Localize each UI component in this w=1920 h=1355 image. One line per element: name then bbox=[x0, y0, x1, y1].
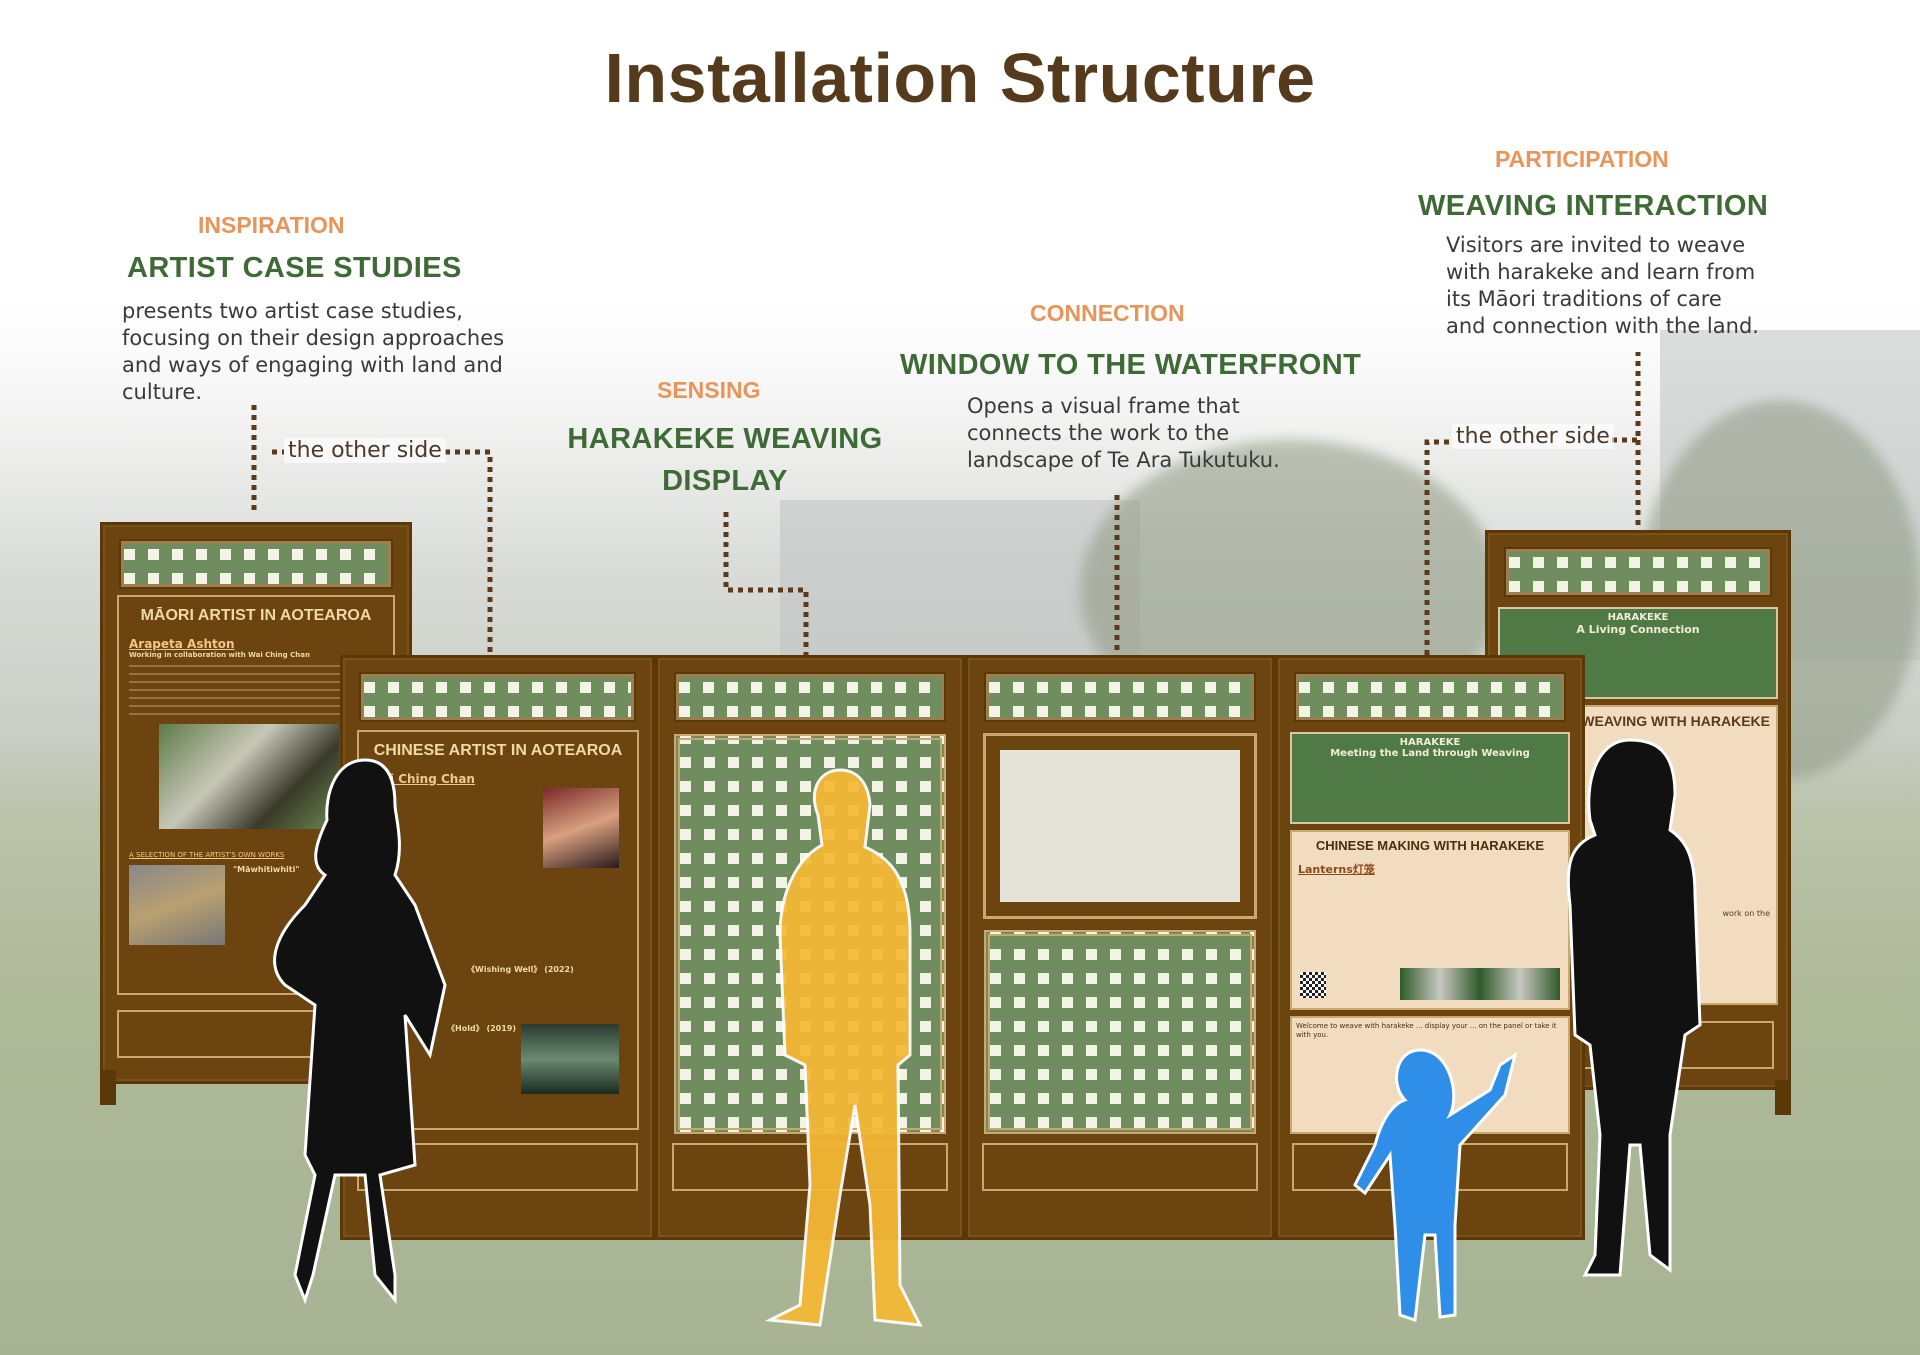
inspiration-text: presents two artist case studies, focusi… bbox=[122, 298, 504, 406]
box-heading: HARAKEKE bbox=[1607, 612, 1669, 623]
connector-sensing bbox=[723, 512, 809, 655]
text-line: connects the work to the bbox=[967, 421, 1230, 445]
artist-name: Arapeta Ashton bbox=[129, 637, 235, 651]
sensing-heading: HARAKEKE WEAVING DISPLAY bbox=[560, 418, 890, 502]
work-title: "Māwhitiwhiti" bbox=[233, 865, 300, 874]
participation-heading: WEAVING INTERACTION bbox=[1418, 190, 1769, 222]
panel-content: MĀORI ARTIST IN AOTEAROA Arapeta Ashton … bbox=[117, 595, 395, 995]
text-line: focusing on their design approaches bbox=[122, 326, 505, 350]
text-line: Visitors are invited to weave bbox=[1446, 233, 1746, 257]
text-line: and ways of engaging with land and bbox=[122, 353, 503, 377]
connector-other-side-left bbox=[445, 449, 493, 655]
inspiration-label: INSPIRATION bbox=[198, 212, 345, 238]
box-heading: HARAKEKE bbox=[1399, 737, 1461, 748]
lattice-strip bbox=[674, 672, 946, 722]
lattice-strip bbox=[1294, 672, 1566, 722]
artist-photo bbox=[543, 788, 619, 868]
text-line: its Māori traditions of care bbox=[1446, 287, 1722, 311]
panel-subtitle: Working in collaboration with Wai Ching … bbox=[129, 651, 310, 659]
work-title: 《Hold》 (2019) bbox=[447, 1024, 517, 1033]
text-line: with harakeke and learn from bbox=[1446, 260, 1756, 284]
woman-silhouette-left bbox=[273, 758, 447, 1305]
connection-text: Opens a visual frame that connects the w… bbox=[967, 393, 1280, 474]
text-line: and connection with the land. bbox=[1446, 314, 1759, 338]
connector-participation bbox=[1612, 352, 1641, 443]
sensing-label: SENSING bbox=[657, 377, 761, 403]
inspiration-heading: ARTIST CASE STUDIES bbox=[127, 252, 462, 284]
works-heading: A SELECTION OF THE ARTIST'S OWN WORKS bbox=[129, 851, 285, 859]
harakeke-info-box: HARAKEKE A Living Connection bbox=[1498, 607, 1778, 699]
box-subheading: A Living Connection bbox=[1576, 623, 1700, 636]
lattice-strip bbox=[984, 672, 1256, 722]
text-line: presents two artist case studies, bbox=[122, 299, 463, 323]
connector-other-side-right bbox=[1424, 439, 1450, 655]
woman-silhouette-right bbox=[1566, 738, 1702, 1277]
making-box: CHINESE MAKING WITH HARAKEKE Lanterns灯笼 bbox=[1290, 830, 1570, 1010]
participation-label: PARTICIPATION bbox=[1495, 146, 1669, 172]
box-title: WEAVING WITH HARAKEKE bbox=[1581, 713, 1770, 729]
artwork-photo bbox=[521, 1024, 619, 1094]
window-opening bbox=[983, 733, 1257, 919]
harakeke-front-panel: HARAKEKE Meeting the Land through Weavin… bbox=[1275, 655, 1585, 1240]
artist-photo bbox=[159, 724, 339, 829]
adult-figure-yellow bbox=[764, 768, 923, 1327]
participation-text: Visitors are invited to weave with harak… bbox=[1446, 232, 1759, 340]
lanterns-heading: Lanterns灯笼 bbox=[1298, 863, 1375, 876]
artwork-photo bbox=[129, 865, 225, 945]
other-side-label-left: the other side bbox=[284, 438, 446, 463]
panel-title: CHINESE ARTIST IN AOTEAROA bbox=[373, 742, 623, 759]
window-panel bbox=[965, 655, 1275, 1240]
text-line: landscape of Te Ara Tukutuku. bbox=[967, 448, 1280, 472]
panel-title: MĀORI ARTIST IN AOTEAROA bbox=[140, 607, 372, 624]
connection-heading: WINDOW TO THE WATERFRONT bbox=[900, 349, 1362, 381]
lattice-strip bbox=[119, 539, 393, 589]
page-title: Installation Structure bbox=[604, 39, 1316, 117]
box-title: CHINESE MAKING WITH HARAKEKE bbox=[1315, 838, 1545, 853]
heading-line: DISPLAY bbox=[662, 465, 788, 497]
qr-code bbox=[1300, 972, 1326, 998]
welcome-text: Welcome to weave with harakeke ... displ… bbox=[1296, 1022, 1557, 1039]
panel-leg bbox=[100, 1070, 116, 1105]
heading-line: HARAKEKE WEAVING bbox=[567, 423, 883, 455]
box-subheading: Meeting the Land through Weaving bbox=[1330, 748, 1530, 759]
panel-leg bbox=[1775, 1080, 1791, 1115]
other-side-label-right: the other side bbox=[1452, 424, 1614, 449]
artist-name: Wai Ching Chan bbox=[369, 772, 475, 786]
lattice-strip bbox=[1504, 547, 1772, 597]
text-line: culture. bbox=[122, 380, 203, 404]
lattice-strip bbox=[359, 672, 636, 722]
connection-label: CONNECTION bbox=[1030, 300, 1185, 326]
panel-base bbox=[982, 1143, 1258, 1191]
work-title: 《Wishing Well》 (2022) bbox=[467, 965, 574, 974]
box-note: work on the bbox=[1722, 909, 1770, 918]
harakeke-info-box: HARAKEKE Meeting the Land through Weavin… bbox=[1290, 732, 1570, 824]
text-line: Opens a visual frame that bbox=[967, 394, 1240, 418]
weaving-lattice bbox=[984, 930, 1256, 1134]
weaving-steps-photos bbox=[1400, 968, 1560, 1000]
child-figure-blue bbox=[1353, 1048, 1518, 1323]
